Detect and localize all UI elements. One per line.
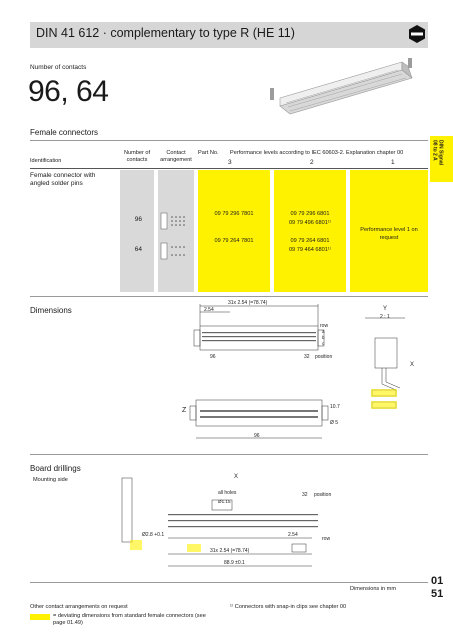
deviation-highlight <box>371 389 397 397</box>
contacts-value: 96, 64 <box>28 75 109 108</box>
count-96: 96 <box>134 216 142 223</box>
level3-column <box>198 170 270 292</box>
divider <box>30 454 428 455</box>
deviation-highlight <box>371 401 397 409</box>
all-holes-label: all holes <box>218 490 237 496</box>
dimensions-drawing: 31x 2.54 (=78.74) 2.54 row a b c 96 32 p… <box>170 298 428 448</box>
hole-dia-label: Ø1.15 <box>218 499 231 504</box>
z-mark: Z <box>182 407 187 414</box>
board-label: Board drillings <box>30 464 81 473</box>
pitch-label: 2.54 <box>204 307 214 313</box>
contacts-label: Number of contacts <box>30 64 87 71</box>
level1-column <box>350 170 428 292</box>
side-tab: DIN Signal 08 to 2 A <box>430 136 453 182</box>
y-mark: Y <box>383 306 387 312</box>
note-right: ¹⁾ Connectors with snap-in clips see cha… <box>230 604 347 610</box>
note-legend: = deviating dimensions from standard fem… <box>53 613 206 626</box>
note-left: Other contact arrangements on request <box>30 604 128 610</box>
board-x-mark: X <box>234 474 238 480</box>
part-level2-96: 09 79 296 6801 <box>290 211 330 217</box>
side-tab-line2: 08 to 2 A <box>431 140 438 161</box>
board-bottom-dim: 31x 2.54 (=78.74) <box>210 548 250 554</box>
x-mark: X <box>410 362 414 368</box>
dims-in-mm: Dimensions in mm <box>350 586 397 592</box>
board-pitch-label: 2.54 <box>288 532 298 538</box>
perf-level-3: 3 <box>228 159 232 166</box>
title-bar <box>30 22 428 48</box>
bottom-96-label: 96 <box>254 433 260 439</box>
board-drawing: X all holes Ø1.15 32 position row 2.54 Ø… <box>112 470 352 576</box>
board-sub: Mounting side <box>33 477 68 483</box>
connector-photo <box>262 58 422 116</box>
col-partno: Part No. <box>198 150 219 156</box>
scale-label: 2 : 1 <box>380 314 390 320</box>
legend-swatch <box>30 614 50 620</box>
harting-logo-icon <box>407 24 427 44</box>
num-96-label: 96 <box>210 354 216 360</box>
col-identification: Identification <box>30 158 62 164</box>
level1-text: Performance level 1 on request <box>360 227 418 241</box>
divider <box>30 168 428 169</box>
page-title: DIN 41 612 · complementary to type R (HE… <box>36 26 295 40</box>
board-total: 88.9 ±0.1 <box>224 560 245 566</box>
deviation-highlight <box>130 540 142 550</box>
perf-level-2: 2 <box>310 159 314 166</box>
part-level3-96: 09 79 296 7801 <box>214 211 254 217</box>
col-contact: Contact arrangement <box>160 150 192 163</box>
arrangement-96-diagram <box>160 210 192 237</box>
board-position-label: position <box>314 492 331 498</box>
pos-b-label: b <box>322 335 325 340</box>
col-perf: Performance levels according to IEC 6060… <box>230 150 404 156</box>
pos-a-label: a <box>322 329 325 334</box>
dimensions-label: Dimensions <box>30 306 72 315</box>
board-hole-bottom: Ø2.8 +0.1 <box>142 532 164 538</box>
level2-column <box>274 170 346 292</box>
page-major: 01 <box>431 575 444 587</box>
divider <box>30 296 428 297</box>
board-row-label: row <box>322 536 330 542</box>
row-label: row <box>320 323 328 329</box>
count-column <box>120 170 154 292</box>
product-type: Female connectors <box>30 128 99 137</box>
divider <box>30 582 428 583</box>
pos-c-label: c <box>322 341 325 346</box>
deviation-highlight <box>187 544 201 552</box>
arrangement-64-diagram <box>160 240 192 267</box>
page-minor: 51 <box>431 588 444 600</box>
dim-107-label: 10.7 <box>330 404 340 410</box>
row-label: Female connector with angled solder pins <box>30 172 96 187</box>
part-level2-64-clip: 09 79 464 6801¹⁾ <box>288 247 332 253</box>
position-label: position <box>315 354 332 360</box>
arrangement-column <box>158 170 194 292</box>
col-number: Number of contacts <box>123 150 151 163</box>
num-32-label: 32 <box>304 354 310 360</box>
top-dimension-label: 31x 2.54 (=78.74) <box>228 300 268 306</box>
part-level2-64: 09 79 264 6801 <box>290 238 330 244</box>
board-num32: 32 <box>302 492 308 498</box>
side-tab-line1: DIN Signal <box>437 140 444 166</box>
divider <box>30 140 428 141</box>
part-level2-96-clip: 09 79 496 6801¹⁾ <box>288 220 332 226</box>
dim-95-label: Ø 5 <box>330 420 338 426</box>
part-level3-64: 09 79 264 7801 <box>214 238 254 244</box>
count-64: 64 <box>134 246 142 253</box>
perf-level-1: 1 <box>391 159 395 166</box>
